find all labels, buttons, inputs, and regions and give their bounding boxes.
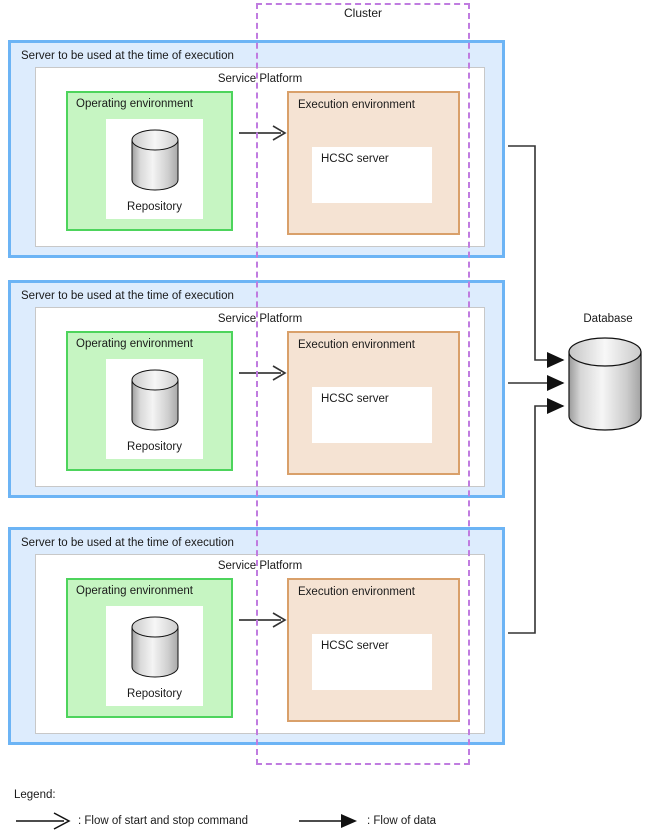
cylinder-icon <box>131 129 179 191</box>
repository-label-1: Repository <box>127 201 182 213</box>
server-label-3: Server to be used at the time of executi… <box>21 537 234 549</box>
execution-environment-2: Execution environment HCSC server <box>287 331 460 475</box>
legend-label-start-stop: : Flow of start and stop command <box>78 815 249 827</box>
legend-title: Legend: <box>14 789 56 801</box>
hcsc-server-label-2: HCSC server <box>321 393 389 405</box>
execution-environment-label-1: Execution environment <box>298 99 415 111</box>
execution-environment-label-3: Execution environment <box>298 586 415 598</box>
legend-row: : Flow of start and stop command : Flow … <box>14 812 634 832</box>
open-arrow-icon <box>16 812 71 830</box>
hcsc-server-label-3: HCSC server <box>321 640 389 652</box>
open-arrow-icon-3 <box>239 612 287 628</box>
cylinder-icon <box>131 616 179 678</box>
cylinder-icon <box>131 369 179 431</box>
hcsc-server-box-3: HCSC server <box>312 634 432 690</box>
open-arrow-icon-2 <box>239 365 287 381</box>
server-box-1: Server to be used at the time of executi… <box>8 40 505 258</box>
repository-panel-3: Repository <box>106 606 203 706</box>
repository-label-3: Repository <box>127 688 182 700</box>
cluster-label: Cluster <box>343 6 382 20</box>
service-platform-1: Service Platform Operating environment <box>35 67 485 247</box>
legend-label-data-flow: : Flow of data <box>367 815 437 827</box>
repository-label-2: Repository <box>127 441 182 453</box>
hcsc-server-label-1: HCSC server <box>321 153 389 165</box>
hcsc-server-box-2: HCSC server <box>312 387 432 443</box>
server-box-2: Server to be used at the time of executi… <box>8 280 505 498</box>
cylinder-icon <box>568 337 642 431</box>
operating-environment-2: Operating environment Repository <box>66 331 233 471</box>
execution-environment-1: Execution environment HCSC server <box>287 91 460 235</box>
server-label-1: Server to be used at the time of executi… <box>21 50 234 62</box>
service-platform-2: Service Platform Operating environment R… <box>35 307 485 487</box>
repository-panel-2: Repository <box>106 359 203 459</box>
service-platform-3: Service Platform Operating environment R… <box>35 554 485 734</box>
operating-environment-3: Operating environment Repository <box>66 578 233 718</box>
operating-environment-label-3: Operating environment <box>76 585 193 597</box>
execution-environment-3: Execution environment HCSC server <box>287 578 460 722</box>
operating-environment-label-1: Operating environment <box>76 98 193 110</box>
operating-environment-1: Operating environment <box>66 91 233 231</box>
open-arrow-icon-1 <box>239 125 287 141</box>
database-label: Database <box>583 313 633 325</box>
server-box-3: Server to be used at the time of executi… <box>8 527 505 745</box>
service-platform-label-3: Service Platform <box>217 560 303 572</box>
service-platform-label-1: Service Platform <box>217 73 303 85</box>
execution-environment-label-2: Execution environment <box>298 339 415 351</box>
hcsc-server-box-1: HCSC server <box>312 147 432 203</box>
operating-environment-label-2: Operating environment <box>76 338 193 350</box>
solid-arrow-icon <box>299 814 357 828</box>
service-platform-label-2: Service Platform <box>217 313 303 325</box>
repository-panel-1: Repository <box>106 119 203 219</box>
server-label-2: Server to be used at the time of executi… <box>21 290 234 302</box>
